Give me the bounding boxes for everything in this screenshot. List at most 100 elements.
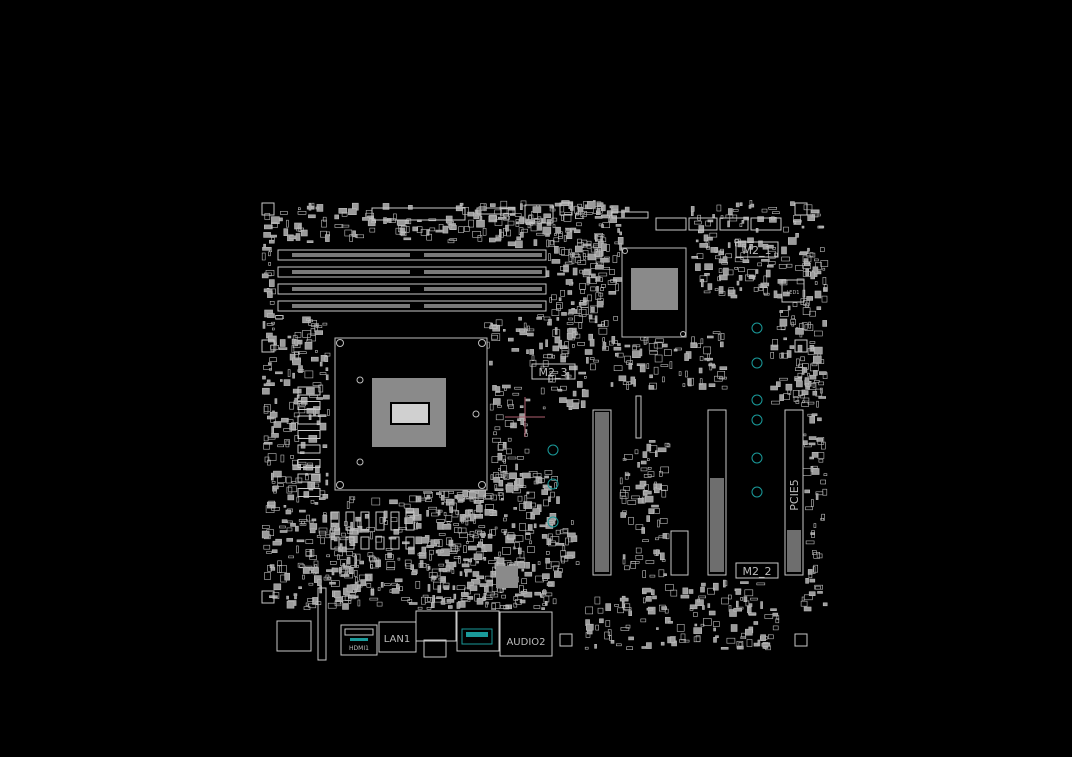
smd-component [617,228,620,233]
smd-component [656,627,659,630]
smd-component [269,411,278,418]
audio-connector[interactable]: AUDIO2 [499,611,553,657]
smd-component [814,584,824,590]
displayport-connector[interactable] [456,610,500,652]
smd-component [800,394,805,399]
smd-component [479,203,487,211]
smd-component [667,636,675,644]
smd-component [369,556,377,563]
smd-component [791,321,795,327]
smd-component [661,559,666,562]
smd-component [308,319,317,326]
dimm-slot-4[interactable] [277,300,547,312]
smd-component [458,555,461,564]
pcie-x1-slot[interactable] [635,395,642,439]
smd-component [401,597,410,601]
smd-component [555,226,561,234]
smd-component [515,221,519,225]
smd-component [322,444,328,449]
smd-component [426,563,430,571]
dimm-slot-1[interactable] [277,249,547,261]
smd-component [520,203,523,210]
m2-3-slot[interactable]: M2_3 [531,363,576,380]
smd-component [417,606,423,610]
smd-component [561,555,565,564]
m2-1-slot[interactable]: M2_1 [735,241,779,258]
smd-component [277,444,285,448]
header-block[interactable] [670,530,689,576]
dimm-slot-3[interactable] [277,283,547,295]
smd-component [268,262,271,266]
bga-chip[interactable] [496,566,518,588]
smd-component [405,508,414,514]
smd-component [695,239,699,243]
smd-component [773,290,778,299]
smd-component [797,344,803,353]
smd-component [531,564,536,572]
smd-component [720,215,724,219]
smd-component [704,263,713,271]
vrm-choke [345,511,355,531]
pcie-slot-5[interactable] [784,409,804,576]
smd-component [458,226,464,233]
smd-component [628,636,634,641]
smd-component [334,224,344,228]
smd-component [297,351,307,355]
m2-2-slot[interactable]: M2_2 [735,562,779,579]
smd-component [779,318,788,327]
pcie-slot-1[interactable] [592,409,612,576]
smd-component [371,587,374,595]
bottom-header[interactable] [317,587,327,661]
smd-component [576,211,579,216]
smd-component [809,252,814,257]
smd-component [779,394,784,401]
dimm-slot-2[interactable] [277,266,547,278]
smd-component [812,355,822,364]
smd-component [523,501,533,509]
smd-component [801,402,809,407]
smd-component [606,210,612,216]
chipset[interactable] [621,247,687,338]
smd-component [306,387,315,395]
smd-component [412,226,419,232]
smd-component [578,322,583,329]
header-connector [750,217,782,231]
smd-component [822,602,828,607]
pcie-pin-field [595,412,609,572]
vrm-choke [297,444,321,454]
smd-component [352,230,356,238]
smd-component [403,237,412,241]
pcie-slot-2[interactable] [707,409,727,576]
ps2-connector[interactable] [276,620,312,652]
smd-component [730,624,738,632]
smd-component [722,579,726,588]
smd-component [525,532,531,536]
smd-component [747,237,754,244]
smd-component [267,564,272,572]
usb-connector[interactable] [415,610,457,658]
smd-component [289,401,294,410]
smd-component [431,568,441,577]
lan-connector[interactable]: LAN1 [378,621,417,653]
cpu-socket[interactable] [334,337,488,491]
smd-component [739,287,743,291]
smd-component [503,514,508,517]
smd-component [285,440,290,448]
smd-component [315,465,320,474]
smd-component [590,286,596,292]
smd-component [811,530,815,538]
hdmi-connector[interactable]: HDMI1 [340,624,378,656]
smd-component [787,305,791,311]
smd-component [646,595,652,602]
smd-component [720,248,724,253]
dimm-slots [277,249,547,312]
smd-component [738,646,742,649]
smd-component [572,344,575,348]
smd-component [602,337,606,343]
smd-component [589,318,598,323]
smd-component [783,337,788,341]
smd-component [776,326,786,330]
led-1[interactable]: LED1 [781,279,805,303]
smd-component [787,237,797,245]
